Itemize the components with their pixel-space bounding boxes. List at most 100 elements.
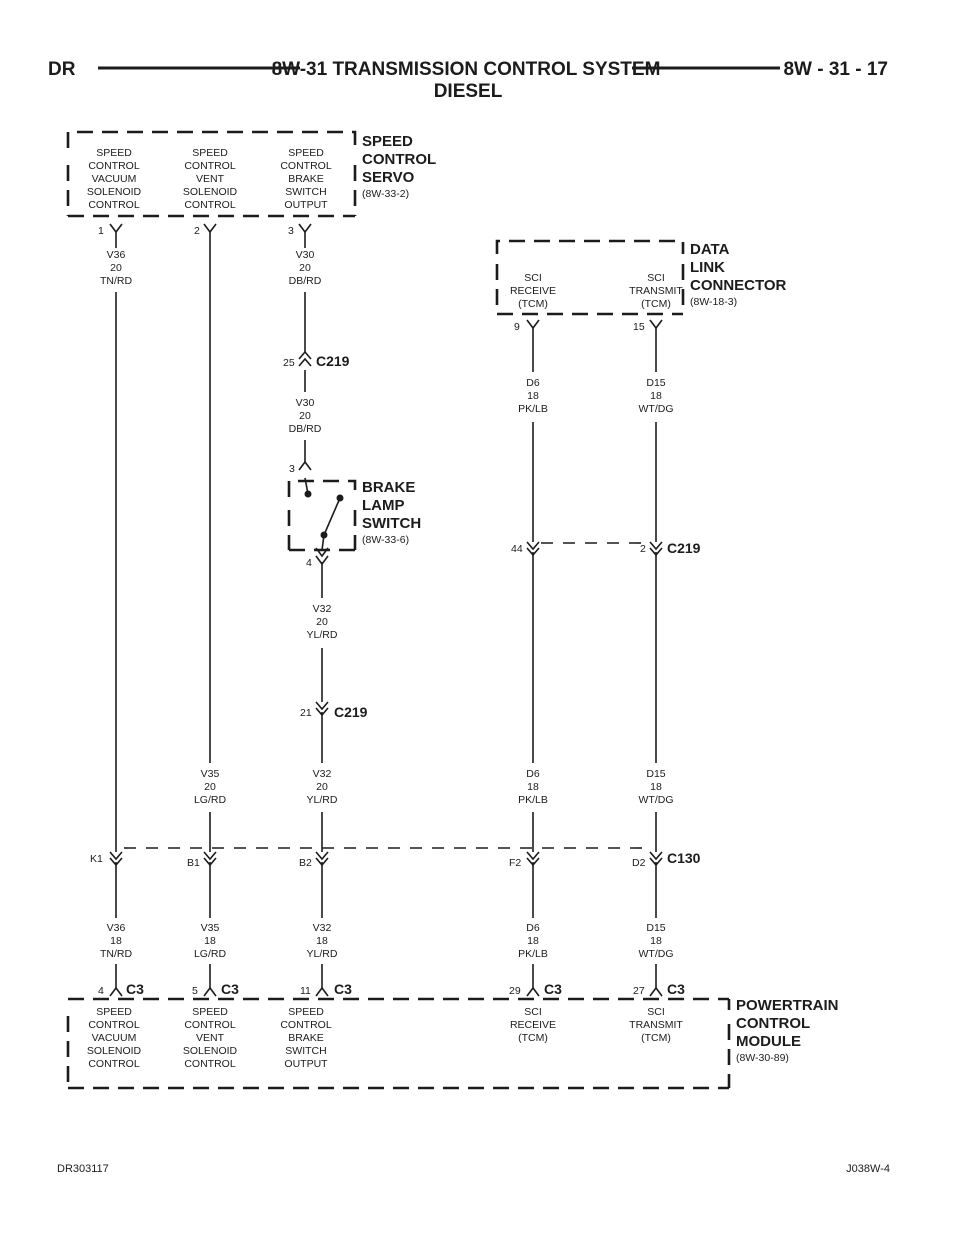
wire-code: V32 — [313, 922, 332, 934]
brake-lamp-switch-name-2: LAMP — [362, 497, 405, 514]
dlc-pin-15: 15 — [633, 321, 645, 333]
wire-color: DB/RD — [289, 423, 322, 435]
servo-circuit-label: CONTROL — [88, 160, 139, 172]
terminal-symbol — [298, 223, 312, 234]
pcm-pin: 27 — [633, 985, 645, 997]
dlc-circuit-label: (TCM) — [641, 298, 671, 310]
connector-pin: B2 — [299, 857, 312, 869]
wire-gauge: 18 — [110, 935, 122, 947]
servo-circuit-label: VACUUM — [92, 173, 137, 185]
wire-color: YL/RD — [307, 794, 338, 806]
connector-pin: K1 — [90, 853, 103, 865]
dlc-ref: (8W-18-3) — [690, 296, 737, 308]
wire-color: TN/RD — [100, 275, 132, 287]
dlc-circuit-label: TRANSMIT — [629, 285, 683, 297]
terminal-symbol — [526, 319, 540, 330]
pcm-circuit-label: SOLENOID — [183, 1045, 238, 1057]
pcm-name-2: CONTROL — [736, 1015, 810, 1032]
connector-name: C219 — [316, 353, 350, 369]
wire-gauge: 18 — [527, 781, 539, 793]
wire-gauge: 20 — [299, 262, 311, 274]
wire-color: WT/DG — [639, 794, 674, 806]
pcm-connector-name: C3 — [334, 981, 352, 997]
pcm-circuit-label: CONTROL — [88, 1058, 139, 1070]
dlc-circuit-label: SCI — [647, 272, 665, 284]
wire-gauge: 18 — [527, 390, 539, 402]
switch-pin-4: 4 — [306, 557, 312, 569]
wire-code: D6 — [526, 768, 540, 780]
wire-gauge: 18 — [527, 935, 539, 947]
pcm-circuit-label: SPEED — [192, 1006, 228, 1018]
wire-labels: V36 20 TN/RD V30 20 DB/RD V30 20 DB/RD D… — [100, 249, 674, 960]
servo-circuit-labels: SPEED CONTROL VACUUM SOLENOID CONTROL SP… — [87, 147, 332, 211]
wire-gauge: 18 — [204, 935, 216, 947]
pcm-circuit-label: SWITCH — [285, 1045, 326, 1057]
dlc-name-3: CONNECTOR — [690, 277, 787, 294]
pcm-circuit-label: RECEIVE — [510, 1019, 556, 1031]
pcm-connector-name: C3 — [221, 981, 239, 997]
terminal-symbol — [203, 223, 217, 234]
wire-gauge: 20 — [316, 616, 328, 628]
dlc-circuit-label: SCI — [524, 272, 542, 284]
pcm-circuit-label: OUTPUT — [284, 1058, 328, 1070]
terminal-symbol — [109, 223, 123, 234]
pcm-circuit-label: TRANSMIT — [629, 1019, 683, 1031]
dlc-name-1: DATA — [690, 241, 730, 258]
connector-pin: 21 — [300, 707, 312, 719]
header-page-number: 8W - 31 - 17 — [783, 59, 888, 80]
footer-right: J038W-4 — [846, 1163, 890, 1175]
pcm-pin: 11 — [300, 985, 311, 997]
wire-gauge: 18 — [316, 935, 328, 947]
pcm-pin: 5 — [192, 985, 198, 997]
wire-code: V35 — [201, 768, 220, 780]
servo-circuit-label: OUTPUT — [284, 199, 328, 211]
servo-circuit-label: VENT — [196, 173, 225, 185]
brake-lamp-switch: 3 4 BRAKE LAMP SWITCH (8W-33-6) — [287, 460, 421, 569]
wire-code: D15 — [646, 922, 665, 934]
pcm-circuit-label: (TCM) — [518, 1032, 548, 1044]
wire-code: D15 — [646, 377, 665, 389]
header-title: 8W-31 TRANSMISSION CONTROL SYSTEM — [272, 59, 661, 80]
pcm-name-3: MODULE — [736, 1033, 801, 1050]
pcm-circuit-label: VACUUM — [92, 1032, 137, 1044]
brake-lamp-switch-name-3: SWITCH — [362, 515, 421, 532]
powertrain-control-module: 4 C3 5 C3 11 C3 29 C3 27 C3 POWERTRAIN C… — [66, 981, 839, 1090]
connector-c219-pin-21: 21 C219 — [300, 701, 368, 720]
brake-lamp-switch-name-1: BRAKE — [362, 479, 415, 496]
wire-color: YL/RD — [307, 629, 338, 641]
connector-pin: D2 — [632, 857, 646, 869]
pcm-connector-name: C3 — [544, 981, 562, 997]
wire-gauge: 18 — [650, 935, 662, 947]
servo-circuit-label: CONTROL — [280, 160, 331, 172]
wire-code: V30 — [296, 397, 315, 409]
pcm-circuit-labels: SPEED CONTROL VACUUM SOLENOID CONTROL SP… — [87, 1006, 684, 1070]
pcm-connector-name: C3 — [667, 981, 685, 997]
wire-color: PK/LB — [518, 948, 548, 960]
wire-code: V36 — [107, 249, 126, 261]
servo-circuit-label: SOLENOID — [87, 186, 142, 198]
pcm-circuit-label: SPEED — [288, 1006, 324, 1018]
wire-color: LG/RD — [194, 794, 227, 806]
wire-color: PK/LB — [518, 794, 548, 806]
switch-pin-3: 3 — [289, 463, 295, 475]
wire-color: WT/DG — [639, 403, 674, 415]
wire-color: LG/RD — [194, 948, 227, 960]
wire-code: V35 — [201, 922, 220, 934]
servo-circuit-label: SPEED — [288, 147, 324, 159]
data-link-connector: DATA LINK CONNECTOR (8W-18-3) SCI RECEIV… — [495, 239, 787, 333]
pcm-ref: (8W-30-89) — [736, 1052, 789, 1064]
servo-circuit-label: BRAKE — [288, 173, 324, 185]
pcm-circuit-label: CONTROL — [184, 1058, 235, 1070]
terminal-symbol — [649, 319, 663, 330]
connector-c130: K1 B1 B2 F2 D2 C130 — [90, 847, 701, 869]
pcm-circuit-label: CONTROL — [88, 1019, 139, 1031]
connector-pin: 25 — [283, 357, 295, 369]
servo-circuit-label: SPEED — [192, 147, 228, 159]
connector-name: C219 — [667, 540, 701, 556]
servo-circuit-label: CONTROL — [88, 199, 139, 211]
pcm-pin: 4 — [98, 985, 104, 997]
wire-code: V30 — [296, 249, 315, 261]
pcm-circuit-label: SPEED — [96, 1006, 132, 1018]
connector-c219-pins-44-2: 44 2 C219 — [511, 540, 701, 557]
